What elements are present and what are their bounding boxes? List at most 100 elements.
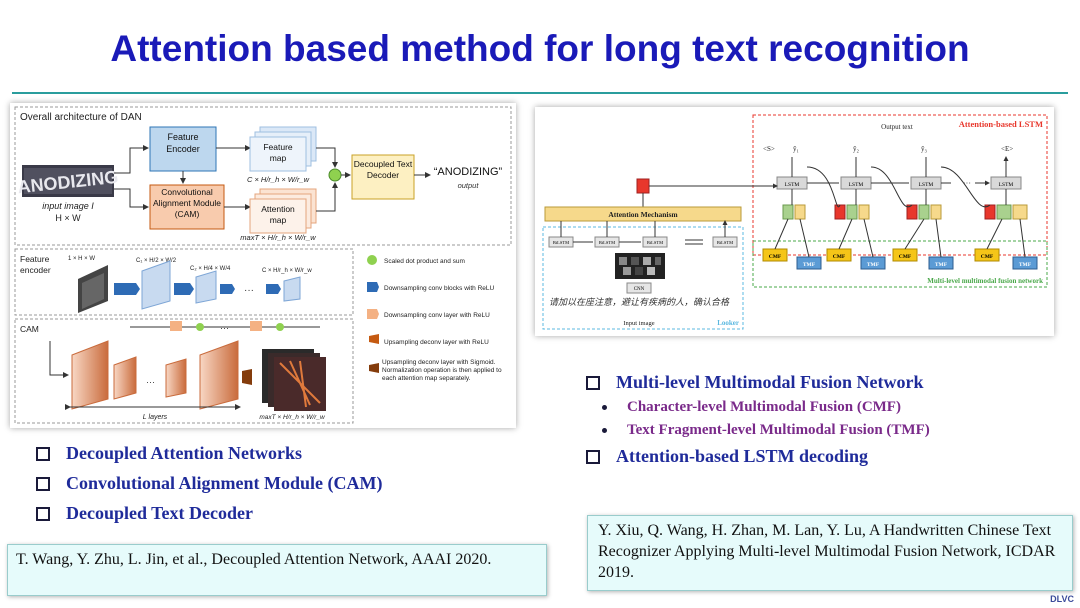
looker-label: Looker <box>717 319 739 327</box>
lstm-title: Attention-based LSTM <box>959 119 1043 129</box>
cam-section-label: CAM <box>20 324 39 334</box>
right-bullet-list: Multi-level Multimodal Fusion Network Ch… <box>586 372 930 475</box>
square-bullet-icon <box>586 449 600 464</box>
cnn-box <box>626 282 652 294</box>
cnn-label: CNN <box>634 287 645 292</box>
feature-map-dims: C × H/r_h × W/r_w <box>247 175 310 184</box>
feature-encoder-label: Feature Encoder <box>166 132 200 154</box>
svg-text:···: ··· <box>220 323 229 333</box>
output-word: “ANODIZING” <box>434 166 503 178</box>
svg-text:TMF: TMF <box>867 262 880 268</box>
dan-architecture-figure: Overall architecture of DAN ANODIZING in… <box>10 103 516 428</box>
svg-text:LSTM: LSTM <box>785 182 800 188</box>
output-label: output <box>458 181 480 190</box>
svg-text:LSTM: LSTM <box>919 182 934 188</box>
scaled-dot-node <box>328 168 342 182</box>
list-item: Decoupled Text Decoder <box>36 503 383 524</box>
fusion-region <box>752 240 1048 288</box>
legend-item-1: Downsampling conv blocks with ReLU <box>384 285 494 292</box>
left-reference-box: T. Wang, Y. Zhu, L. Jin, et al., Decoupl… <box>7 544 547 596</box>
svg-text:···: ··· <box>146 377 155 387</box>
svg-text:LSTM: LSTM <box>849 182 864 188</box>
lstm-cells: LSTM LSTM LSTM LSTM ··· <box>776 157 1022 190</box>
left-bullet-list: Decoupled Attention Networks Convolution… <box>36 443 383 532</box>
legend-item-4: Upsampling deconv layer with Sigmoid. No… <box>382 359 502 382</box>
bullet-text: Decoupled Text Decoder <box>66 503 253 523</box>
svg-text:BiLSTM: BiLSTM <box>599 240 615 245</box>
svg-text:Feature: Feature <box>263 142 293 152</box>
slide-title: Attention based method for long text rec… <box>110 28 970 69</box>
mmfn-architecture-diagram: Attention-based LSTM Output text <S> ŷ₁ … <box>542 114 1048 330</box>
svg-text:BiLSTM: BiLSTM <box>553 240 569 245</box>
cam-box <box>149 184 225 230</box>
token-3: ŷ₃ <box>921 145 928 153</box>
legend-item-2: Downsampling conv layer with ReLU <box>384 312 490 319</box>
square-bullet-icon <box>36 506 50 521</box>
bullet-text: Attention-based LSTM decoding <box>616 446 869 466</box>
dan-architecture-diagram: Overall architecture of DAN ANODIZING in… <box>14 106 512 424</box>
list-item: Attention-based LSTM decoding <box>586 446 930 467</box>
list-item: Text Fragment-level Multimodal Fusion (T… <box>602 422 930 439</box>
svg-text:BiLSTM: BiLSTM <box>647 240 663 245</box>
cam-output-maps <box>262 349 326 411</box>
square-bullet-icon <box>36 476 50 491</box>
svg-text:map: map <box>270 153 287 163</box>
svg-text:Attention: Attention <box>261 204 295 214</box>
encoder-section-label: Feature <box>20 254 50 264</box>
input-image: ANODIZING <box>17 165 119 197</box>
legend: Scaled dot product and sum Downsampling … <box>367 255 502 382</box>
list-item: Character-level Multimodal Fusion (CMF) <box>602 399 930 416</box>
svg-text:TMF: TMF <box>1019 262 1032 268</box>
cam-label: Convolutional Alignment Module (CAM) <box>152 187 222 219</box>
token-2: ŷ₂ <box>853 145 860 153</box>
square-bullet-icon <box>586 375 600 390</box>
title-divider <box>12 92 1068 94</box>
attention-map-stack <box>249 198 307 234</box>
fusion-title: Multi-level multimodal fusion network <box>927 277 1043 285</box>
enc-dim-2: C₂ × H/4 × W/4 <box>190 266 231 272</box>
bullet-text: Decoupled Attention Networks <box>66 443 302 463</box>
feature-boxes <box>782 166 1028 220</box>
left-reference-text: T. Wang, Y. Zhu, L. Jin, et al., Decoupl… <box>16 551 492 568</box>
svg-text:···: ··· <box>244 285 254 296</box>
dlvc-logo: DLVC <box>1050 594 1074 604</box>
attention-map-dims: maxT × H/r_h × W/r_w <box>240 233 316 242</box>
svg-text:···: ··· <box>963 179 971 188</box>
decoder-label: Decoupled Text Decoder <box>353 159 413 180</box>
bilstm-row: BiLSTM BiLSTM BiLSTM BiLSTM <box>548 221 738 248</box>
dot-bullet-icon <box>602 405 607 410</box>
cam-out-dims: maxT × H/r_h × W/r_w <box>259 414 326 421</box>
token-0: <S> <box>763 145 775 153</box>
token-1: ŷ₁ <box>793 145 799 153</box>
figure-heading: Overall architecture of DAN <box>20 112 142 123</box>
svg-text:encoder: encoder <box>20 265 51 275</box>
mmfn-architecture-figure: Attention-based LSTM Output text <S> ŷ₁ … <box>535 107 1054 336</box>
decoder-box <box>351 154 415 200</box>
bullet-text: Convolutional Alignment Module (CAM) <box>66 473 383 493</box>
list-item: Convolutional Alignment Module (CAM) <box>36 473 383 494</box>
list-item: Multi-level Multimodal Fusion Network <box>586 372 930 393</box>
attention-mechanism-label: Attention Mechanism <box>608 210 678 219</box>
legend-item-3: Upsampling deconv layer with ReLU <box>384 339 489 346</box>
dot-bullet-icon <box>602 428 607 433</box>
square-bullet-icon <box>36 446 50 461</box>
svg-text:TMF: TMF <box>803 262 816 268</box>
handwriting-sample: 请加以在座注意，避让有疾病的人，确认合格 <box>549 297 730 307</box>
list-item: Decoupled Attention Networks <box>36 443 383 464</box>
fusion-modules: CMF TMF CMF TMF CMF TMF CMF TMF <box>762 218 1038 270</box>
svg-text:map: map <box>270 215 287 225</box>
svg-text:CMF: CMF <box>769 254 782 260</box>
bullet-text: Character-level Multimodal Fusion (CMF) <box>627 399 901 415</box>
input-label: input image I <box>42 201 94 211</box>
right-reference-box: Y. Xiu, Q. Wang, H. Zhan, M. Lan, Y. Lu,… <box>587 515 1073 591</box>
token-4: <E> <box>1001 145 1013 153</box>
enc-dim-1: C₁ × H/2 × W/2 <box>136 258 177 264</box>
feature-mosaic <box>615 253 665 279</box>
svg-text:TMF: TMF <box>935 262 948 268</box>
svg-text:CMF: CMF <box>833 254 846 260</box>
feature-encoder-box <box>149 126 217 172</box>
svg-text:CMF: CMF <box>981 254 994 260</box>
bullet-text: Multi-level Multimodal Fusion Network <box>616 372 924 392</box>
enc-dim-3: C × H/r_h × W/r_w <box>262 268 312 274</box>
output-text-label: Output text <box>881 123 913 131</box>
